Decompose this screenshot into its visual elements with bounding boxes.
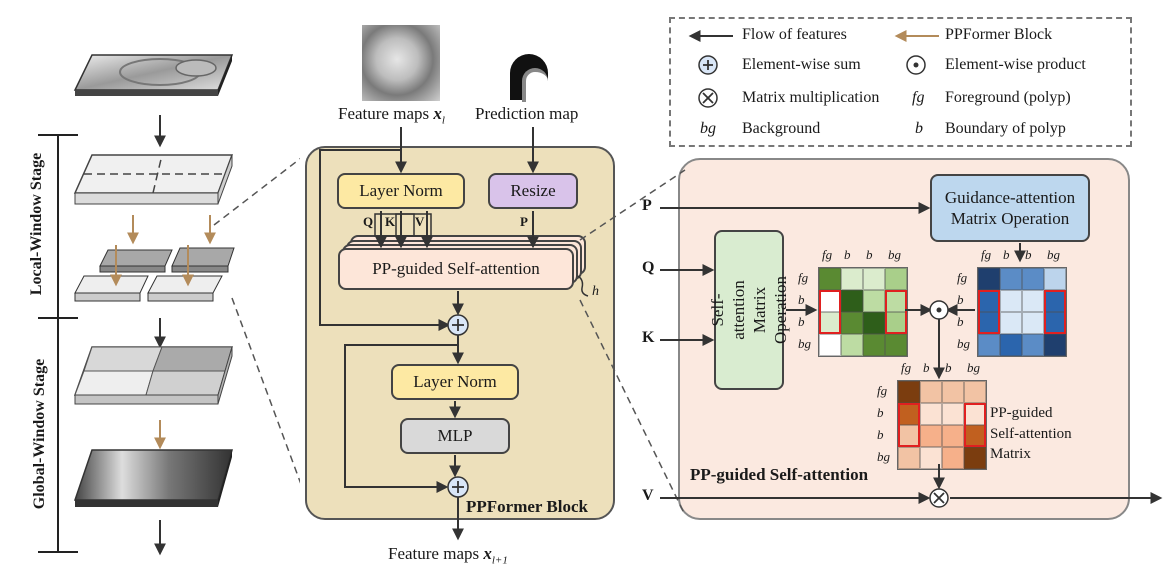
self-attention-operation-box: Self-attention Matrix Operation [708, 230, 790, 390]
feature-maps-output-label: Feature maps xl+1 [388, 544, 508, 567]
global-window-slab [73, 346, 233, 405]
ppformer-block-flow [319, 127, 589, 541]
legend-product: Element-wise product [945, 56, 1086, 73]
global-window-stage-label: Global-Window Stage [31, 358, 48, 510]
legend-bg-symbol: bg [700, 120, 716, 137]
legend-ppformer: PPFormer Block [945, 26, 1053, 43]
prediction-map-label: Prediction map [475, 104, 579, 123]
legend-sum: Element-wise sum [742, 56, 861, 73]
feature-map-thumbnail [362, 25, 440, 101]
legend-fg-symbol: fg [912, 89, 925, 106]
detail-p-label: P [642, 197, 652, 214]
input-image-slab [73, 54, 234, 96]
k-label: K [385, 214, 396, 229]
legend-flow: Flow of features [742, 26, 847, 43]
local-window-stage-label: Local-Window Stage [28, 152, 45, 296]
stage-brackets [38, 134, 78, 553]
legend [669, 17, 1132, 147]
legend-b-symbol: b [915, 120, 923, 137]
matrix-label-line1: PP-guided [990, 405, 1053, 421]
detail-callout-lines [579, 169, 686, 516]
legend-fg: Foreground (polyp) [945, 89, 1071, 106]
v-label: V [415, 214, 425, 229]
local-windows [74, 247, 235, 302]
matrix-label-line3: Matrix [990, 446, 1031, 462]
detail-q-label: Q [642, 259, 655, 276]
p-label: P [520, 214, 528, 229]
sum-icon [698, 55, 718, 75]
output-image-slab [73, 449, 233, 507]
layer-norm-box-1: Layer Norm [337, 173, 465, 209]
resize-box: Resize [488, 173, 578, 209]
legend-matmul: Matrix multiplication [742, 89, 880, 106]
split-window-slab [73, 154, 234, 205]
guidance-attention-box: Guidance-attention Matrix Operation [930, 174, 1090, 242]
stage-diagram [38, 54, 300, 556]
detail-k-label: K [642, 329, 655, 346]
q-label: Q [363, 214, 374, 229]
feature-maps-input-label: Feature maps xl [338, 104, 445, 127]
product-icon [906, 55, 926, 75]
detail-flow [660, 202, 1163, 508]
legend-symbols [688, 30, 939, 108]
detail-v-label: V [642, 487, 654, 504]
legend-b: Boundary of polyp [945, 120, 1066, 137]
pp-guided-self-attention-box: PP-guided Self-attention [338, 248, 574, 290]
ppformer-block-title: PPFormer Block [466, 497, 588, 516]
detail-title: PP-guided Self-attention [690, 465, 869, 484]
matmul-icon [698, 88, 718, 108]
layer-norm-box-2: Layer Norm [391, 364, 519, 400]
legend-bg: Background [742, 120, 821, 137]
matrix-label-line2: Self-attention [990, 426, 1072, 442]
prediction-map-thumbnail [508, 50, 548, 102]
heads-label: h [592, 284, 599, 299]
mlp-box: MLP [400, 418, 510, 454]
